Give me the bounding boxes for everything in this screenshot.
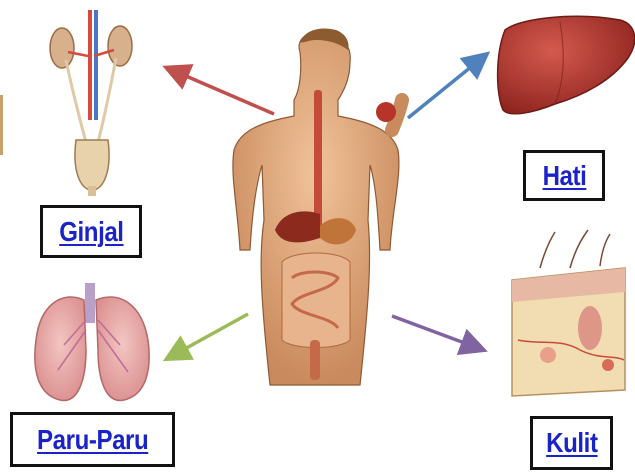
liver-icon xyxy=(498,16,635,113)
kidney-icon xyxy=(50,10,132,196)
link-ginjal[interactable]: Ginjal xyxy=(59,216,123,248)
link-paru-paru[interactable]: Paru-Paru xyxy=(37,424,148,456)
arrow-paru xyxy=(172,314,248,356)
lungs-icon xyxy=(35,283,149,400)
label-hati: Hati xyxy=(523,150,605,201)
arrow-ginjal xyxy=(172,70,274,114)
label-kulit: Kulit xyxy=(530,416,613,470)
human-body-icon xyxy=(233,29,402,386)
link-kulit[interactable]: Kulit xyxy=(546,427,597,459)
arrow-kulit xyxy=(392,316,478,348)
arrow-hati xyxy=(408,58,482,118)
skin-icon xyxy=(512,230,625,396)
label-ginjal: Ginjal xyxy=(40,205,142,258)
label-paru-paru: Paru-Paru xyxy=(10,412,175,467)
link-hati[interactable]: Hati xyxy=(542,160,586,192)
edge-fragment xyxy=(0,95,3,155)
